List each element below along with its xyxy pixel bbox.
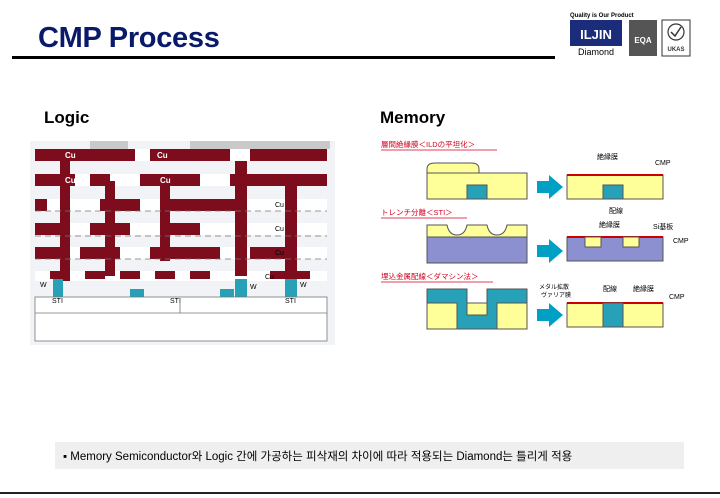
- memory-row-2-title: トレンチ分離＜STI＞: [381, 207, 453, 217]
- ukas-check-icon: [670, 26, 682, 38]
- ukas-crown-icon: [667, 23, 685, 41]
- svg-text:W: W: [40, 282, 47, 289]
- cert-ukas-mark: [661, 19, 691, 57]
- svg-text:Cu: Cu: [275, 250, 284, 257]
- svg-text:Cu: Cu: [65, 151, 76, 160]
- logo-badge: [570, 20, 622, 46]
- company-logo: Quality is Our Product ILJIN Diamond EQA…: [570, 13, 691, 57]
- svg-text:配線: 配線: [609, 206, 623, 215]
- svg-text:Si基板: Si基板: [653, 222, 673, 231]
- svg-text:絶縁膜: 絶縁膜: [597, 152, 618, 161]
- svg-text:Cu: Cu: [275, 226, 284, 233]
- svg-text:ヴァリア膜: ヴァリア膜: [541, 291, 571, 299]
- title-underline: [12, 56, 555, 59]
- cert-eqa-mark: [629, 20, 657, 56]
- svg-text:Cu: Cu: [275, 202, 284, 209]
- svg-text:STI: STI: [285, 298, 296, 305]
- svg-text:CMP: CMP: [669, 294, 685, 301]
- svg-text:STI: STI: [52, 298, 63, 305]
- logo-tagline: Quality is Our Product: [570, 13, 634, 19]
- caption-box: ▪ Memory Semiconductor와 Logic 간에 가공하는 피삭…: [55, 442, 684, 469]
- row2-arrow-icon: [537, 239, 563, 263]
- row3-arrow-icon: [537, 303, 563, 327]
- memory-process-diagram: 層間絶縁膜＜ILDの平坦化＞ 絶縁膜 CMP 配線 トレンチ分離＜STI＞ 絶縁…: [377, 137, 702, 337]
- svg-text:CMP: CMP: [655, 160, 671, 167]
- svg-text:W: W: [250, 284, 257, 291]
- svg-text:メタル拡散: メタル拡散: [539, 283, 569, 291]
- logo-company: ILJIN: [580, 27, 612, 42]
- svg-text:Cu: Cu: [157, 151, 168, 160]
- svg-text:絶縁膜: 絶縁膜: [633, 284, 654, 293]
- svg-text:Cu: Cu: [160, 176, 171, 185]
- row1-arrow-icon: [537, 175, 563, 199]
- memory-label: Memory: [380, 108, 446, 127]
- svg-text:STI: STI: [170, 298, 181, 305]
- cert-eqa-text: EQA: [634, 36, 652, 45]
- caption-text: ▪ Memory Semiconductor와 Logic 간에 가공하는 피삭…: [63, 451, 573, 463]
- cert-ukas-text: UKAS: [667, 47, 684, 53]
- svg-text:W: W: [300, 282, 307, 289]
- svg-text:絶縁膜: 絶縁膜: [599, 220, 620, 229]
- svg-text:Cu: Cu: [265, 274, 274, 281]
- memory-row-3-title: 埋込金属配線＜ダマシン法＞: [381, 271, 479, 281]
- bottom-divider: [0, 492, 720, 494]
- logo-brand: Diamond: [578, 47, 614, 57]
- page-title: CMP Process: [38, 22, 220, 54]
- svg-text:Cu: Cu: [65, 176, 76, 185]
- logic-label: Logic: [44, 108, 90, 127]
- svg-text:配線: 配線: [603, 284, 617, 293]
- logic-cross-section: Cu Cu Cu Cu Cu Cu Cu Cu W W W STI STI ST…: [30, 141, 335, 345]
- memory-row-1-title: 層間絶縁膜＜ILDの平坦化＞: [381, 139, 475, 149]
- svg-text:CMP: CMP: [673, 238, 689, 245]
